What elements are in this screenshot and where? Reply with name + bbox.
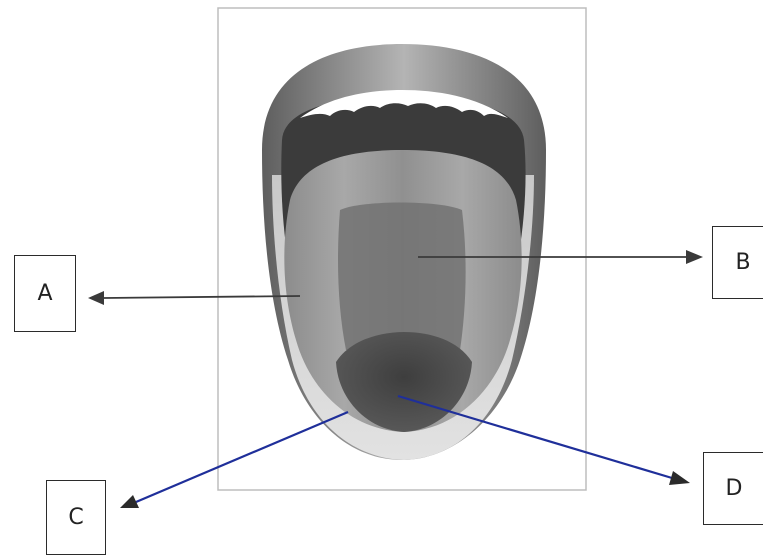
label-b: B <box>735 250 750 275</box>
label-c: C <box>68 505 83 530</box>
label-d: D <box>726 476 743 501</box>
arrowhead-d <box>669 471 690 485</box>
label-box-d: D <box>703 452 763 525</box>
tongue-center-band <box>338 203 466 351</box>
label-box-c: C <box>46 480 106 555</box>
arrowhead-b <box>686 250 703 264</box>
label-box-a: A <box>14 255 76 332</box>
arrowhead-a <box>88 291 104 305</box>
label-a: A <box>37 281 52 306</box>
label-box-b: B <box>712 226 763 299</box>
